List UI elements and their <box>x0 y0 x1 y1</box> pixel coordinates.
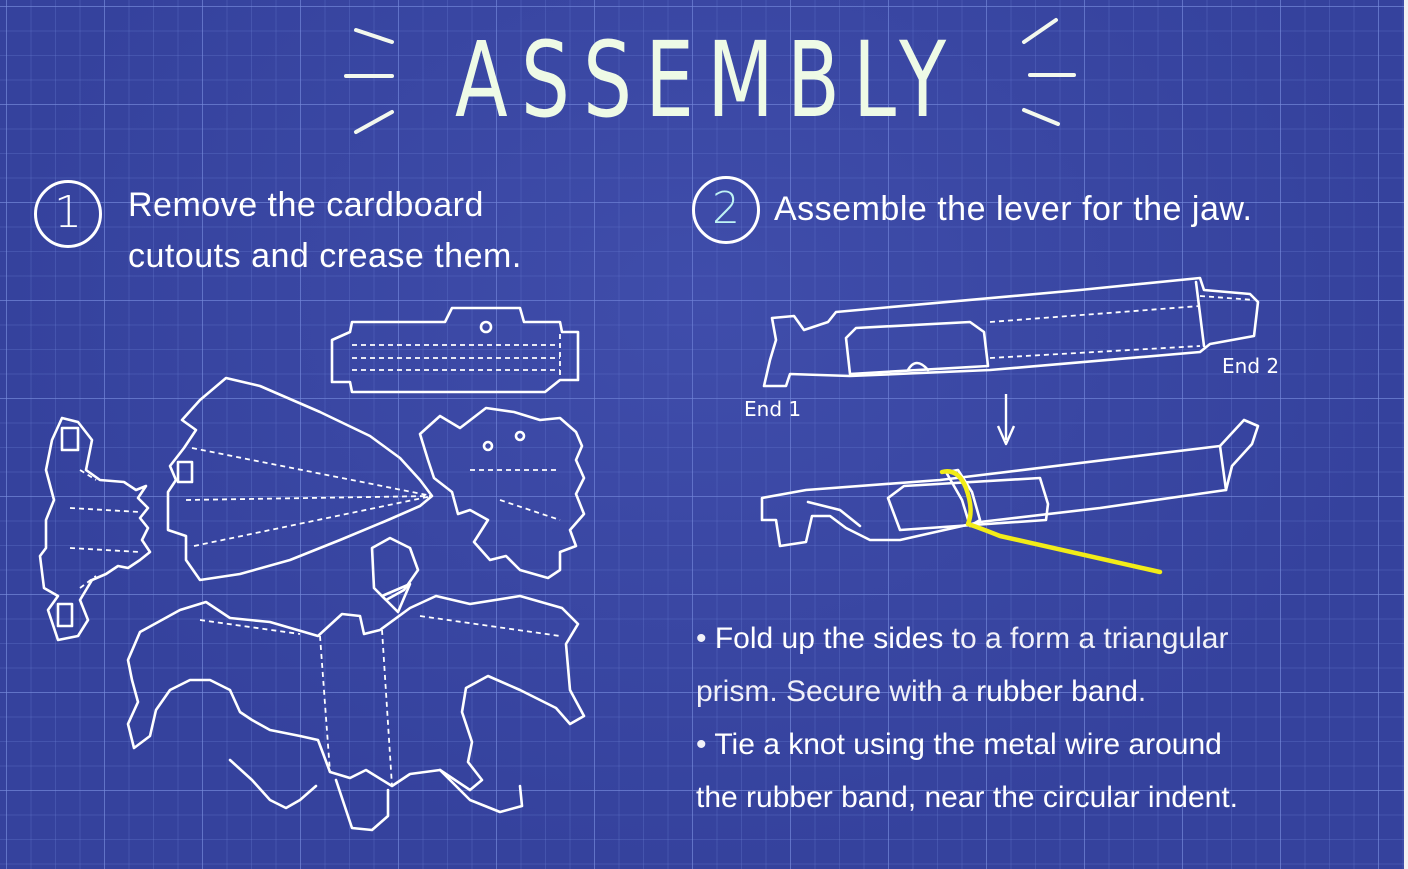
step-2-badge: 2 <box>692 176 760 244</box>
bullet-1-line-2: prism. Secure with a rubber band. <box>696 665 1396 718</box>
title-burst-left-icon <box>344 28 394 134</box>
cutout-body-piece <box>126 536 586 832</box>
bullet-2-text-2: the rubber band, near the circular inden… <box>696 781 1239 814</box>
bullet-2-line-2: the rubber band, near the circular inden… <box>696 771 1396 824</box>
bullet-1-text: to a form a triangular <box>943 622 1229 655</box>
metal-wire <box>939 469 1163 575</box>
cutout-left-piece <box>38 416 152 642</box>
lever-end-1-label: End 1 <box>744 397 802 421</box>
bullet-2-bold-text: Tie a knot using the metal wire around <box>714 728 1222 761</box>
step-2-text: Assemble the lever for the jaw. <box>774 190 1253 228</box>
down-arrow-icon <box>996 394 1016 446</box>
cutout-wedge-piece <box>166 376 434 582</box>
step-1-line-1: Remove the cardboard <box>128 186 484 224</box>
lever-end-2-label: End 2 <box>1222 354 1280 378</box>
cutout-top-bar <box>330 306 580 394</box>
bullet-1-line-1: • Fold up the sides to a form a triangul… <box>696 612 1396 665</box>
bullet-2-line-1: • Tie a knot using the metal wire around <box>696 718 1396 771</box>
step-1-line-2: cutouts and crease them. <box>128 237 522 275</box>
cutout-head-piece <box>418 406 586 580</box>
bullet-1-bold-text-2: rubber band <box>976 675 1138 708</box>
instruction-bullets: • Fold up the sides to a form a triangul… <box>696 612 1396 824</box>
page-edge <box>1404 0 1408 869</box>
bullet-2-marker: • <box>696 728 707 761</box>
title-burst-right-icon <box>1022 18 1076 126</box>
bullet-1-text-2: prism. Secure with a <box>696 675 977 708</box>
step-1-text: Remove the cardboard cutouts and crease … <box>128 180 522 282</box>
step-1-badge: 1 <box>34 180 102 248</box>
bullet-1-bold-text: Fold up the sides <box>714 622 944 655</box>
bullet-1-marker: • <box>696 622 707 655</box>
bullet-1-text-3: . <box>1137 675 1147 708</box>
